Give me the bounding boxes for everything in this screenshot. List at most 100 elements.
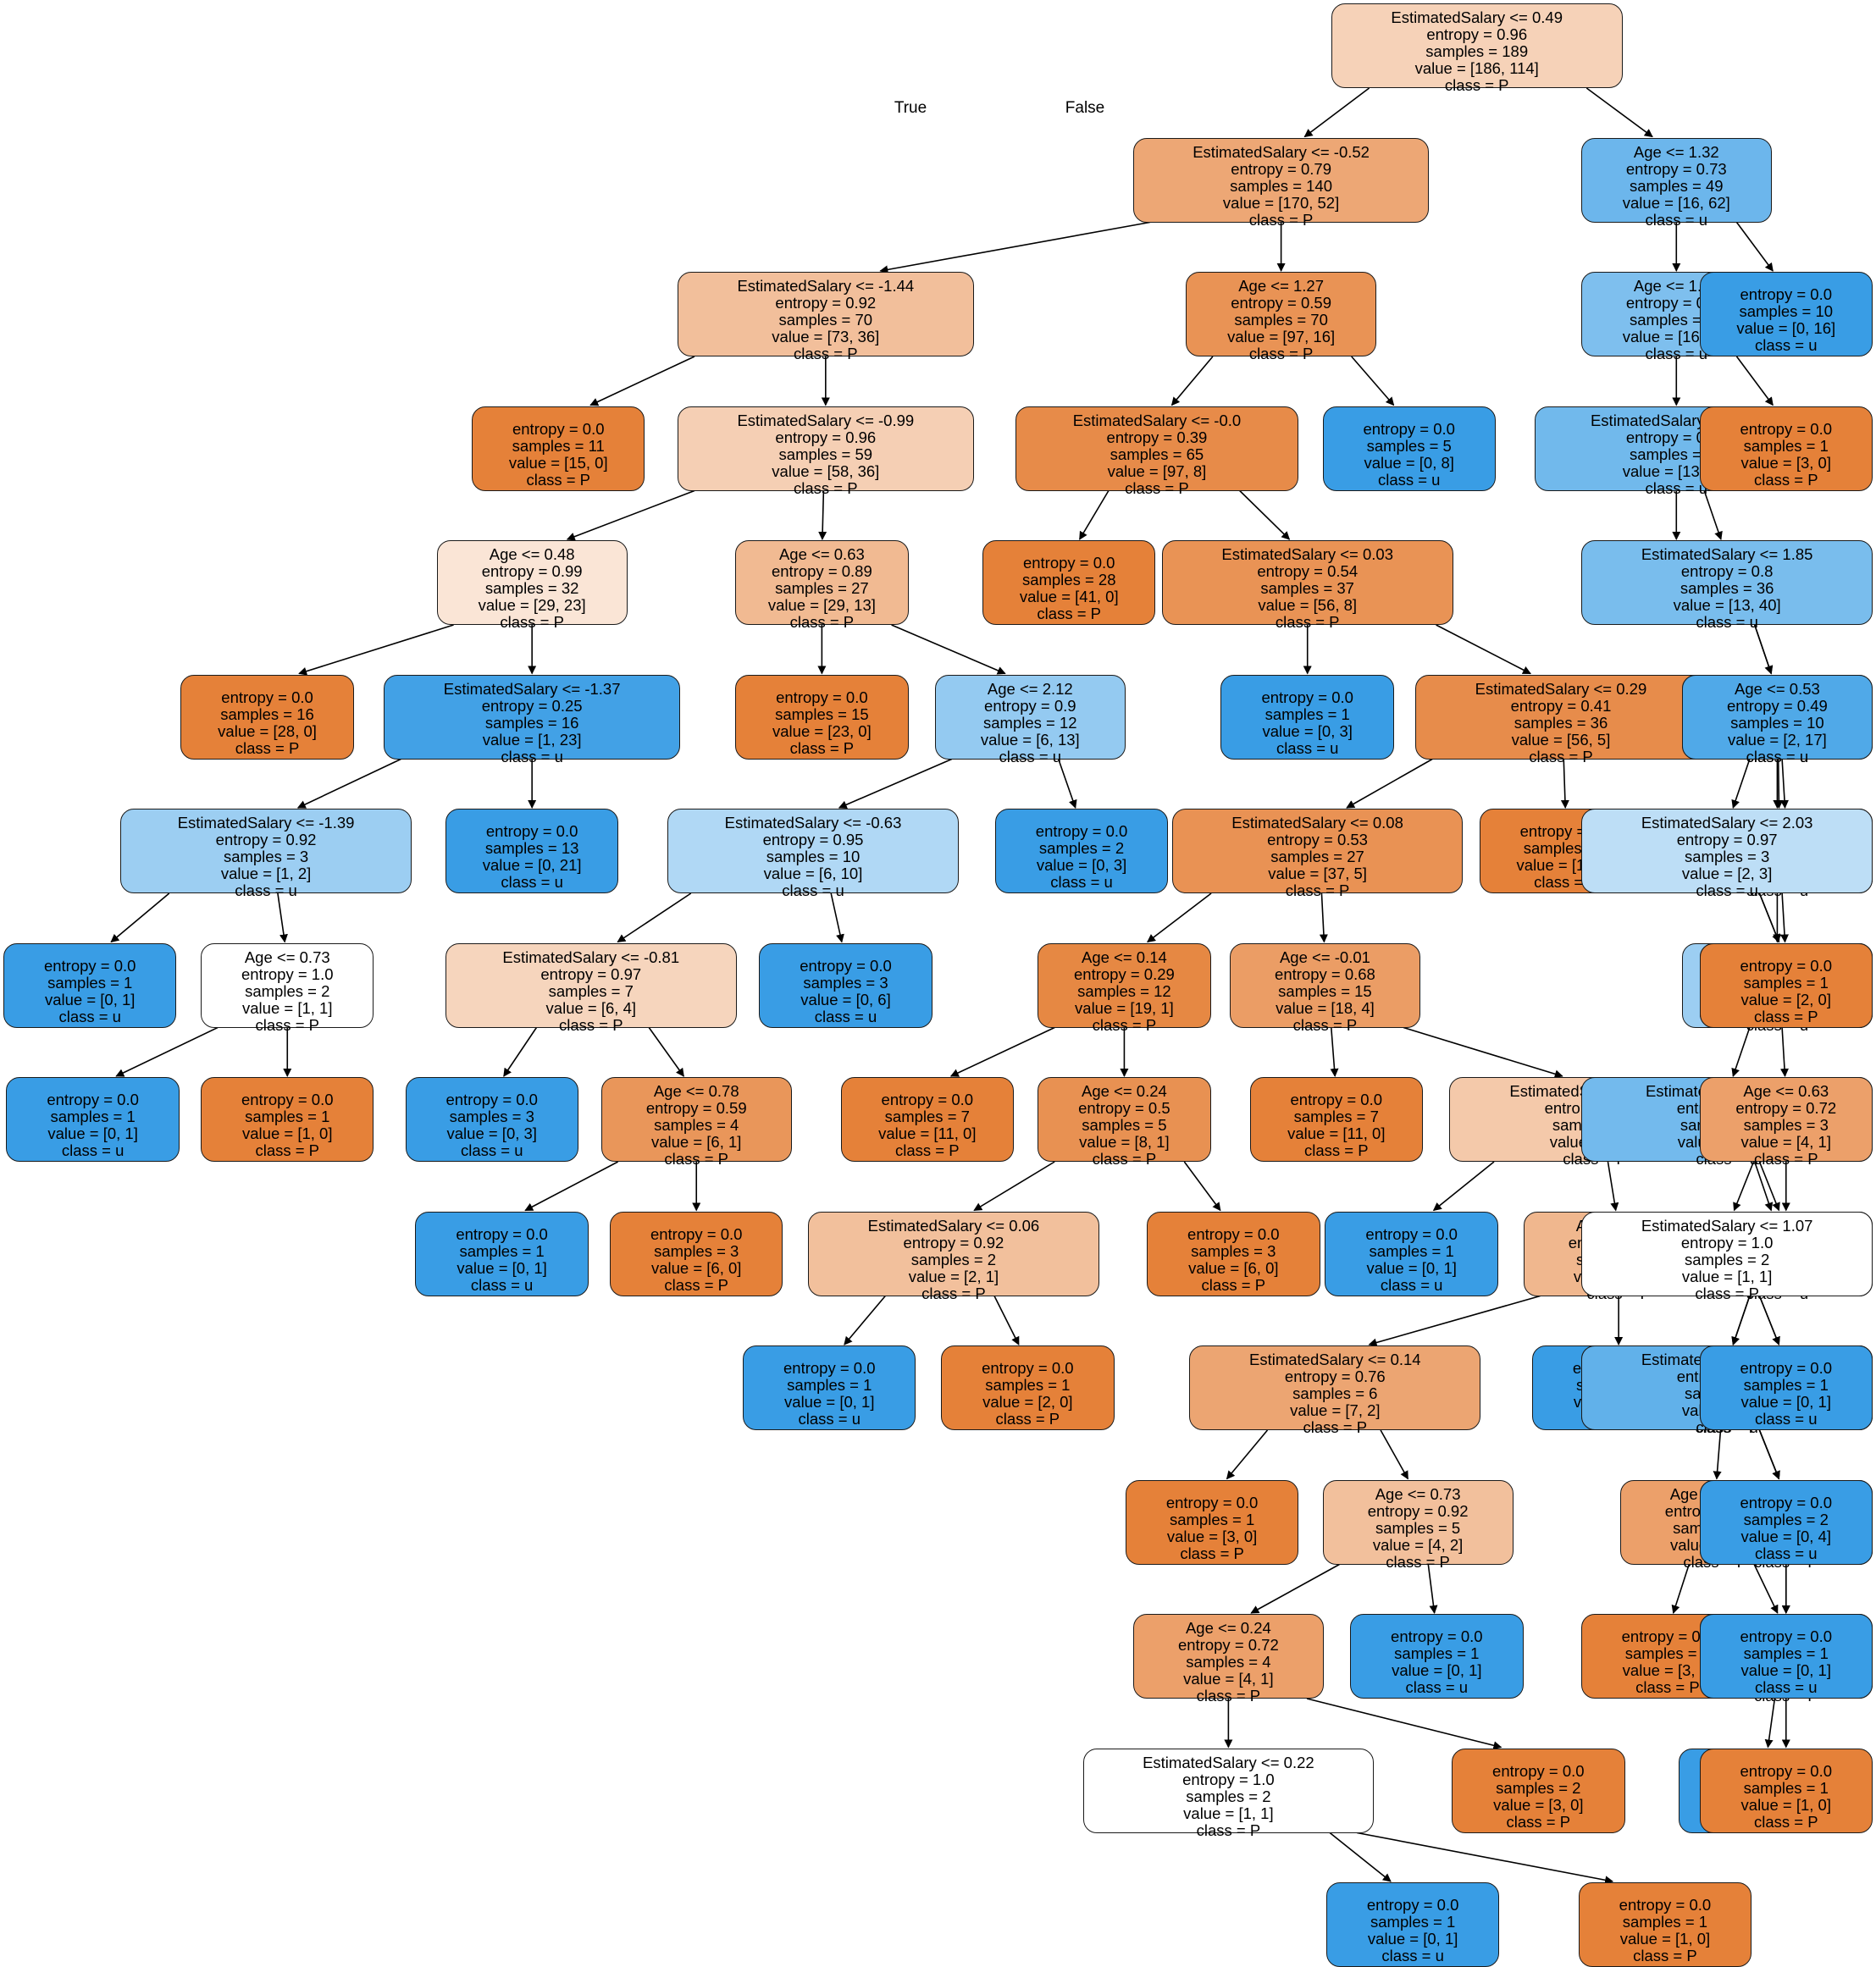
node-class-text: class = u — [58, 1007, 121, 1025]
node-value-text: value = [97, 8] — [1107, 461, 1207, 480]
node-value-text: value = [0, 1] — [1392, 1661, 1482, 1679]
node-value-text: value = [8, 1] — [1079, 1133, 1170, 1151]
node-value-text: value = [18, 4] — [1276, 998, 1375, 1017]
node-value-text: value = [4, 1] — [1740, 1133, 1831, 1151]
node-split-text: EstimatedSalary <= 0.08 — [1231, 814, 1403, 832]
tree-edge — [844, 1295, 886, 1345]
node-entropy-text: entropy = 1.0 — [1182, 1770, 1275, 1788]
node-samples-text: samples = 1 — [245, 1108, 330, 1125]
node-samples-text: samples = 1 — [50, 1108, 136, 1125]
node-value-text: value = [37, 5] — [1268, 865, 1367, 882]
node-class-text: class = P — [1303, 1141, 1369, 1159]
tree-edge — [296, 758, 401, 809]
node-value-text: value = [23, 0] — [772, 721, 872, 740]
node-samples-text: samples = 1 — [1743, 1778, 1829, 1797]
tree-edge — [891, 624, 1006, 675]
node-class-text: class = P — [1196, 1687, 1261, 1705]
tree-edge — [115, 1026, 219, 1077]
node-entropy-text: entropy = 0.0 — [1619, 1896, 1712, 1914]
node-entropy-text: entropy = 0.8 — [1680, 562, 1774, 580]
node-samples-text: samples = 1 — [459, 1241, 545, 1260]
node-samples-text: samples = 12 — [1077, 981, 1171, 1000]
node-class-text: class = P — [1092, 1015, 1157, 1034]
node-samples-text: samples = 1 — [1394, 1644, 1480, 1662]
node-value-text: value = [28, 0] — [218, 721, 317, 740]
node-class-text: class = P — [1506, 1812, 1571, 1831]
node-samples-text: samples = 70 — [778, 311, 873, 329]
node-entropy-text: entropy = 0.72 — [1177, 1636, 1279, 1654]
node-entropy-text: entropy = 0.25 — [481, 696, 583, 715]
node-entropy-text: entropy = 0.59 — [645, 1099, 747, 1117]
node-samples-text: samples = 2 — [1186, 1787, 1271, 1805]
node-class-text: class = u — [460, 1141, 523, 1159]
tree-edge — [1078, 490, 1110, 540]
node-entropy-text: entropy = 0.96 — [775, 428, 877, 446]
tree-edge — [1368, 1295, 1541, 1347]
tree-edge — [1319, 892, 1328, 943]
node-value-text: value = [0, 21] — [482, 856, 582, 874]
tree-edge — [1183, 1161, 1221, 1212]
node-samples-text: samples = 16 — [484, 713, 579, 732]
tree-edge — [1753, 624, 1774, 675]
node-value-text: value = [3, 0] — [1622, 1661, 1713, 1679]
node-split-text: EstimatedSalary <= -0.52 — [1193, 142, 1370, 161]
tree-edge — [1731, 759, 1751, 809]
node-class-text: class = P — [1753, 470, 1818, 489]
tree-edge — [1764, 1698, 1776, 1749]
tree-edge — [1735, 222, 1774, 272]
node-samples-text: samples = 1 — [985, 1376, 1071, 1394]
node-entropy-text: entropy = 0.53 — [1267, 831, 1368, 848]
node-entropy-text: entropy = 0.97 — [1676, 831, 1778, 848]
node-class-text: class = u — [1755, 1678, 1818, 1696]
node-class-text: class = P — [1303, 1418, 1368, 1436]
node-value-text: value = [41, 0] — [1019, 588, 1119, 605]
node-split-text: Age <= 0.63 — [778, 545, 865, 563]
node-class-text: class = P — [789, 613, 855, 631]
node-value-text: value = [4, 1] — [1183, 1670, 1274, 1688]
node-value-text: value = [0, 3] — [1036, 856, 1127, 874]
node-samples-text: samples = 2 — [1743, 1510, 1829, 1528]
node-entropy-text: entropy = 0.0 — [1165, 1493, 1259, 1511]
node-value-text: value = [1, 1] — [1681, 1267, 1773, 1285]
node-samples-text: samples = 1 — [1169, 1510, 1255, 1528]
node-samples-text: samples = 1 — [1370, 1913, 1456, 1931]
node-entropy-text: entropy = 0.73 — [1625, 159, 1727, 178]
node-entropy-text: entropy = 0.0 — [43, 956, 136, 975]
node-entropy-text: entropy = 0.68 — [1275, 964, 1375, 983]
node-value-text: value = [1, 23] — [482, 730, 582, 749]
tree-edge — [1147, 892, 1212, 943]
node-split-text: EstimatedSalary <= 1.85 — [1641, 545, 1813, 563]
node-entropy-text: entropy = 0.49 — [1726, 696, 1828, 715]
tree-edge — [1731, 1027, 1751, 1077]
node-entropy-text: entropy = 0.0 — [1363, 419, 1455, 438]
tree-edge — [524, 1161, 619, 1212]
node-split-text: Age <= -0.01 — [1279, 948, 1370, 966]
node-split-text: EstimatedSalary <= 0.29 — [1475, 679, 1647, 698]
node-samples-text: samples = 1 — [1622, 1913, 1708, 1931]
node-split-text: Age <= 1.27 — [1238, 277, 1325, 295]
node-entropy-text: entropy = 0.0 — [445, 1091, 538, 1108]
node-entropy-text: entropy = 0.5 — [1078, 1099, 1170, 1117]
tree-edge — [589, 356, 695, 406]
node-split-text: EstimatedSalary <= 0.22 — [1143, 1753, 1314, 1771]
node-class-text: class = u — [1755, 1544, 1818, 1562]
tree-edge — [1758, 1429, 1780, 1480]
tree-edge — [1713, 1429, 1722, 1480]
node-class-text: class = u — [1645, 345, 1708, 362]
node-entropy-text: entropy = 0.99 — [481, 562, 583, 580]
node-value-text: value = [0, 3] — [446, 1124, 537, 1142]
